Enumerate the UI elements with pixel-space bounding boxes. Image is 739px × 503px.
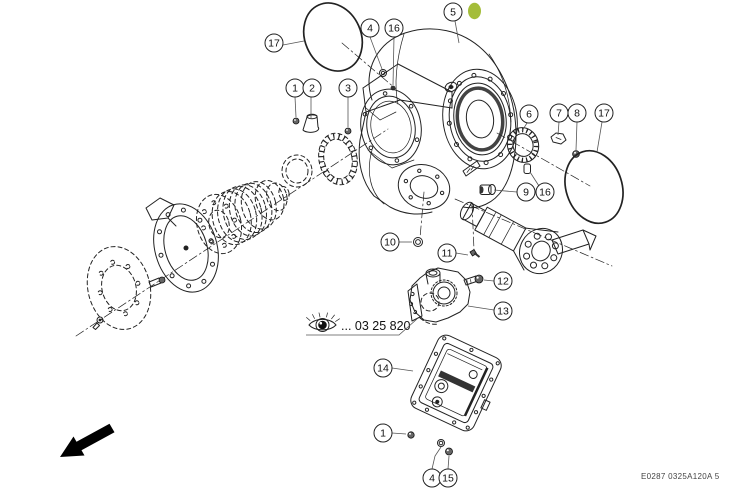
- clutch-pack[interactable]: [190, 177, 290, 258]
- reference-number: ... 03 25 820: [341, 319, 411, 333]
- callout-3-left[interactable]: 3: [338, 78, 358, 98]
- oring-10[interactable]: [413, 237, 423, 247]
- carrier-plate[interactable]: [144, 196, 228, 300]
- svg-text:6: 6: [526, 109, 532, 121]
- svg-text:4: 4: [367, 23, 373, 35]
- callout-2-left[interactable]: 2: [302, 78, 322, 98]
- callout-1-bottom[interactable]: 1: [373, 423, 393, 443]
- eye-icon: [306, 312, 340, 332]
- svg-text:8: 8: [574, 108, 580, 120]
- plug-9[interactable]: [479, 184, 496, 195]
- doc-code: E0287 0325A120A 5: [641, 472, 720, 481]
- svg-text:1: 1: [292, 83, 298, 95]
- callout-16-top[interactable]: 16: [384, 18, 404, 38]
- callout-11[interactable]: 11: [437, 243, 457, 263]
- callout-9[interactable]: 9: [516, 182, 536, 202]
- nut-3[interactable]: [344, 127, 352, 135]
- svg-text:15: 15: [442, 473, 454, 485]
- leader-lines: [282, 20, 603, 470]
- callout-15-bottom[interactable]: 15: [438, 468, 458, 488]
- seal-ring[interactable]: [281, 154, 313, 188]
- view-note[interactable]: ... 03 25 820: [306, 312, 418, 336]
- retainer-clip-7[interactable]: [550, 132, 567, 145]
- svg-text:5: 5: [450, 7, 456, 19]
- callout-14[interactable]: 14: [373, 358, 393, 378]
- callout-8[interactable]: 8: [567, 103, 587, 123]
- callout-13[interactable]: 13: [493, 301, 513, 321]
- callout-4-top[interactable]: 4: [360, 18, 380, 38]
- callout-1-left[interactable]: 1: [285, 78, 305, 98]
- direction-arrow-icon[interactable]: [60, 423, 115, 457]
- front-flange: [442, 68, 518, 170]
- shim-ring[interactable]: [314, 130, 362, 189]
- disc-bolt[interactable]: [92, 316, 104, 330]
- oring-large-right[interactable]: [556, 143, 632, 231]
- plug-1-bottom[interactable]: [407, 431, 415, 439]
- breather-nut-1[interactable]: [292, 117, 300, 125]
- svg-text:12: 12: [497, 276, 509, 288]
- callout-5[interactable]: 5: [443, 2, 463, 22]
- svg-text:7: 7: [556, 108, 562, 120]
- bottom-flange: [397, 164, 451, 210]
- svg-text:14: 14: [377, 363, 389, 375]
- svg-text:17: 17: [598, 108, 610, 120]
- plate-bolt[interactable]: [148, 276, 166, 288]
- callout-10[interactable]: 10: [380, 232, 400, 252]
- svg-text:3: 3: [345, 83, 351, 95]
- callout-4-bottom[interactable]: 4: [422, 468, 442, 488]
- svg-text:2: 2: [309, 83, 315, 95]
- gearbox-housing[interactable]: [355, 28, 524, 216]
- svg-text:1: 1: [380, 428, 386, 440]
- callout-6[interactable]: 6: [519, 104, 539, 124]
- svg-text:17: 17: [268, 38, 280, 50]
- oring-large-left[interactable]: [293, 0, 373, 80]
- seal-ring-4-bottom[interactable]: [437, 439, 445, 447]
- callout-7[interactable]: 7: [549, 103, 569, 123]
- screw-11[interactable]: [469, 248, 481, 258]
- callout-12[interactable]: 12: [493, 271, 513, 291]
- brake-disc[interactable]: [79, 240, 159, 337]
- svg-text:4: 4: [429, 473, 435, 485]
- bolt-12[interactable]: [463, 274, 484, 286]
- plug-16-right[interactable]: [523, 163, 531, 174]
- breather-cone-2[interactable]: [302, 113, 320, 133]
- svg-text:16: 16: [388, 23, 400, 35]
- hydraulic-motor[interactable]: [458, 200, 597, 281]
- callout-17-right[interactable]: 17: [594, 103, 614, 123]
- plug-15-bottom[interactable]: [445, 447, 453, 456]
- oil-pan-14[interactable]: [408, 332, 508, 436]
- highlight-badge: [468, 2, 481, 20]
- bearing-ring-6[interactable]: [503, 124, 542, 166]
- center-axes: [75, 42, 613, 337]
- callout-17-top-left[interactable]: 17: [264, 33, 284, 53]
- svg-text:10: 10: [384, 237, 396, 249]
- valve-block-13[interactable]: [407, 267, 471, 325]
- left-opening: [360, 88, 422, 166]
- callout-16-right[interactable]: 16: [535, 182, 555, 202]
- svg-text:13: 13: [497, 306, 509, 318]
- svg-text:16: 16: [539, 187, 551, 199]
- svg-text:11: 11: [442, 248, 453, 260]
- svg-text:9: 9: [523, 187, 529, 199]
